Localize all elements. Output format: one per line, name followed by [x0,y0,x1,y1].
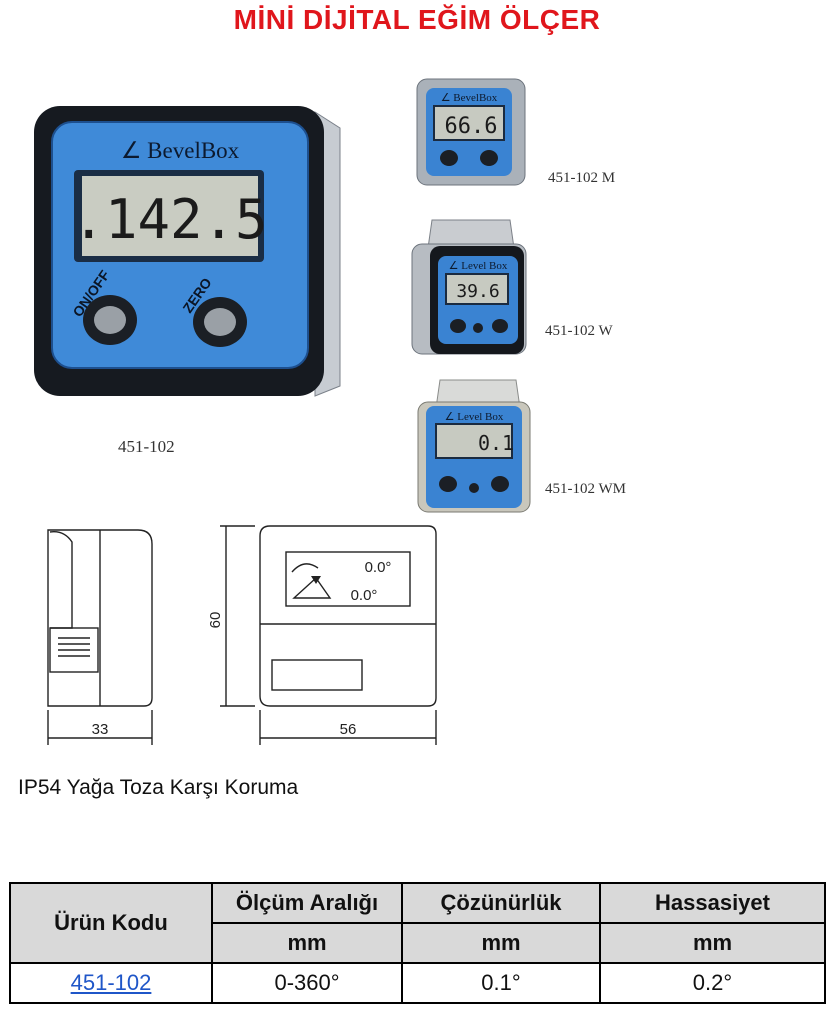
variant-m-code: 451-102 M [548,170,616,186]
main-lcd-reading: .142.5 [72,188,267,251]
variant-wm-brand: ∠ Level Box [445,411,504,423]
header-accuracy: Hassasiyet [599,882,826,924]
unit-accuracy: mm [599,922,826,964]
cell-range: 0-360° [211,962,403,1004]
table-row: 451-102 0-360° 0.1° 0.2° [9,962,826,1004]
drawing-display-small: 0.0° [365,559,392,576]
dim-depth-label: 33 [92,721,109,738]
dim-height-label: 60 [207,612,224,629]
variant-wm-image: ∠ Level Box 0.1 [417,379,531,513]
variant-w-brand: ∠ Level Box [449,260,508,272]
product-code-link[interactable]: 451-102 [70,970,152,995]
spec-table: Ürün Kodu Ölçüm Aralığı Çözünürlük Hassa… [9,882,826,1004]
on-off-button[interactable] [83,295,137,345]
table-units-row: mm mm mm [10,922,826,964]
unit-resolution: mm [401,922,601,964]
drawing-display-large: 0.0° [351,587,378,604]
variant-wm-code: 451-102 WM [545,481,626,497]
cell-resolution: 0.1° [401,962,601,1004]
table-header-row: Ürün Kodu Ölçüm Aralığı Çözünürlük Hassa… [9,882,826,964]
zero-button[interactable] [193,297,247,347]
variant-m-reading: 66.6 [445,114,498,139]
variant-wm-reading: 0.1 [478,431,514,455]
main-brand-label: ∠ BevelBox [121,138,240,163]
variant-w-image: ∠ Level Box 39.6 [411,219,527,355]
technical-drawing: 0.0° 0.0° 33 56 60 [47,525,437,745]
header-resolution: Çözünürlük [401,882,601,924]
variant-m-brand: ∠ BevelBox [441,92,498,104]
variant-w-code: 451-102 W [545,323,613,339]
cell-accuracy: 0.2° [599,962,826,1004]
main-product-image: ∠ BevelBox .142.5 ON/OFF ZERO [34,106,341,397]
protection-text: IP54 Yağa Toza Karşı Koruma [18,776,299,799]
variant-m-image: ∠ BevelBox 66.6 [416,78,526,186]
unit-range: mm [211,922,403,964]
cell-product-code: 451-102 [9,962,213,1004]
variant-w-reading: 39.6 [456,281,499,302]
header-product-code: Ürün Kodu [9,882,213,964]
main-product-code: 451-102 [118,437,175,456]
dim-width-label: 56 [340,721,357,738]
page-title: MİNİ DİJİTAL EĞİM ÖLÇER [233,4,601,35]
header-range: Ölçüm Aralığı [211,882,403,924]
